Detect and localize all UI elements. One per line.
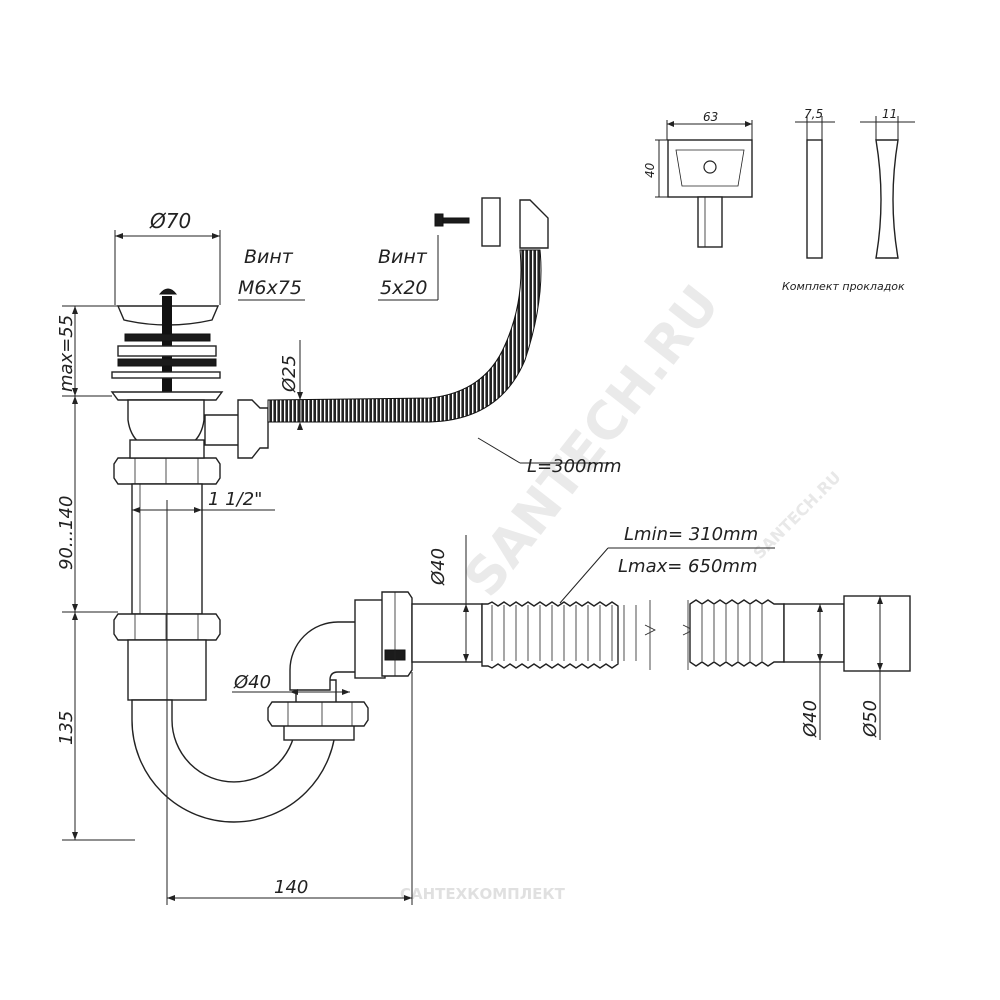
diameter-40-top-label: Ø40 (428, 548, 449, 586)
range-90-140-label: 90...140 (56, 496, 77, 570)
height-135-label: 135 (56, 711, 77, 745)
gasket-kit-label: Комплект прокладок (782, 280, 905, 293)
diameter-40-right-label: Ø40 (800, 700, 821, 738)
lmin-label: Lmin= 310mm (624, 524, 758, 545)
height-40-label: 40 (643, 162, 657, 178)
max-55-label: max=55 (56, 315, 77, 392)
watermark-small: SANTECH.RU (749, 468, 844, 563)
screw-5x20-title: Винт (378, 246, 428, 268)
lmax-label: Lmax= 650mm (618, 556, 757, 577)
diameter-50-label: Ø50 (860, 700, 881, 738)
gasket-insets (655, 116, 915, 259)
diameter-25-label: Ø25 (279, 355, 300, 393)
screw-m6-size: M6x75 (238, 277, 302, 299)
width-63-label: 63 (703, 110, 718, 124)
width-11-label: 11 (882, 107, 897, 121)
overflow-hose (267, 197, 549, 423)
diameter-40-left-label: Ø40 (233, 672, 271, 693)
screw-m6-title: Винт (244, 246, 294, 268)
width-140-label: 140 (274, 877, 308, 898)
watermark-footer: САНТЕХКОМПЛЕКТ (400, 885, 566, 903)
hose-length-label: L=300mm (527, 456, 622, 477)
thread-label: 1 1/2" (208, 489, 262, 510)
width-7-5-label: 7,5 (804, 107, 823, 121)
outlet-hose (411, 595, 911, 672)
screw-5x20-size: 5x20 (380, 277, 428, 299)
trap-bend (131, 591, 413, 823)
dimensions (62, 235, 883, 905)
diameter-70-label: Ø70 (149, 209, 191, 233)
